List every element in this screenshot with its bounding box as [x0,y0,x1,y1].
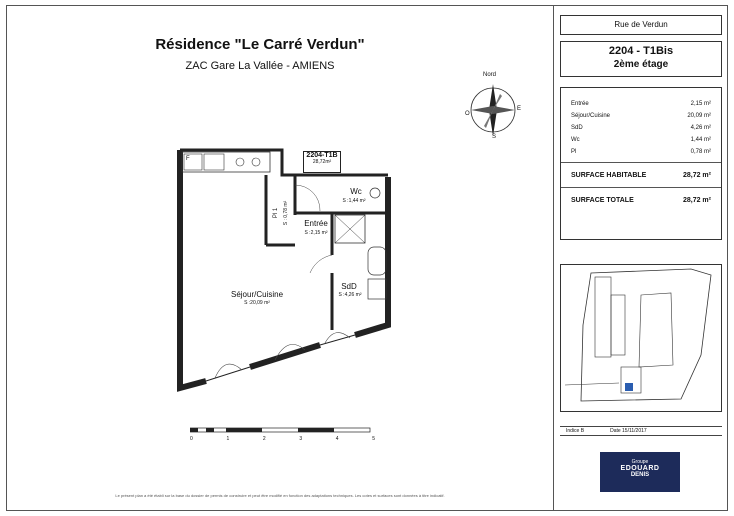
wc-label: Wc [350,187,362,196]
unit-tag: 2204-T1B 28,72m² [303,151,341,173]
fridge-label: F [186,156,190,162]
edouard-denis-logo: Groupe EDOUARD DENIS [600,452,680,492]
room-area: 0,78 m² [690,149,711,155]
logo-sub: DENIS [630,472,650,478]
sidebar-divider [553,6,554,510]
surface-habitable-label: SURFACE HABITABLE [571,171,647,179]
sejour-area: S :20,09 m² [244,300,270,306]
scale-tick: 2 [262,436,266,442]
scale-tick: 4 [335,436,339,442]
entree-area: S :2,15 m² [304,230,328,236]
unit-box: 2204 - T1Bis 2ème étage [560,41,722,77]
indice-label: Indice B [566,428,585,434]
site-location-map [560,264,722,412]
room-name: Séjour/Cuisine [571,113,611,119]
surface-habitable-value: 28,72 m² [682,171,711,179]
page-frame [6,5,728,511]
sdd-label: SdD [341,282,357,291]
unit-tag-area: 28,72m² [312,159,332,165]
entree-label: Entrée [304,219,328,228]
room-name: SdD [571,125,583,131]
scale-tick: 1 [226,436,230,442]
revision-row: Indice B Date 15/11/2017 [560,426,722,436]
areas-box: Entrée 2,15 m² Séjour/Cuisine 20,09 m² SdD… [560,87,722,240]
surface-totale-value: 28,72 m² [682,196,711,204]
area-row: Entrée 2,15 m² [571,98,711,110]
area-row: SdD 4,26 m² [571,122,711,134]
date-label: Date 15/11/2017 [610,428,647,434]
room-name: Pl [571,149,577,155]
compass-south-label: S [492,134,497,140]
area-separator [561,187,721,188]
area-row: Pl 0,78 m² [571,146,711,158]
placard-area: S : 0,78 m² [283,200,289,226]
surface-totale-row: SURFACE TOTALE 28,72 m² [571,192,711,208]
logo-name: EDOUARD [620,465,660,472]
room-area: 20,09 m² [687,113,711,119]
area-row: Séjour/Cuisine 20,09 m² [571,110,711,122]
area-row: Wc 1,44 m² [571,134,711,146]
room-name: Entrée [571,101,589,107]
scale-bar [190,427,371,433]
scale-tick: 3 [299,436,303,442]
room-name: Wc [571,137,580,143]
unit-tag-code: 2204-T1B [306,152,338,159]
sejour-label: Séjour/Cuisine [230,290,284,299]
unit-floor: 2ème étage [613,59,669,70]
room-area: 2,15 m² [690,101,711,107]
surface-totale-label: SURFACE TOTALE [571,196,634,204]
compass-east-label: E [517,106,522,112]
surface-habitable-row: SURFACE HABITABLE 28,72 m² [571,167,711,183]
room-area: 4,26 m² [690,125,711,131]
compass-icon [470,84,516,136]
compass-north-label: Nord [483,72,497,78]
residence-subtitle: ZAC Gare La Vallée - AMIENS [185,60,335,72]
scale-tick: 0 [190,436,193,442]
area-separator [561,162,721,163]
logo-group: Groupe [631,459,649,465]
scale-tick: 5 [372,436,375,442]
placard-label: Pl 1 [273,207,279,219]
wc-area: S :1,44 m² [342,198,366,204]
sdd-area: S :4,26 m² [338,292,362,298]
room-area: 1,44 m² [690,137,711,143]
street-box: Rue de Verdun [560,15,722,35]
unit-code: 2204 - T1Bis [608,45,674,57]
residence-title: Résidence "Le Carré Verdun" [155,36,365,53]
scale-labels: 0 1 2 3 4 5 [190,436,375,444]
floor-plan [177,148,391,392]
compass-west-label: O [465,111,470,117]
disclaimer-text: Le présent plan a été établi sur la base… [115,493,445,498]
